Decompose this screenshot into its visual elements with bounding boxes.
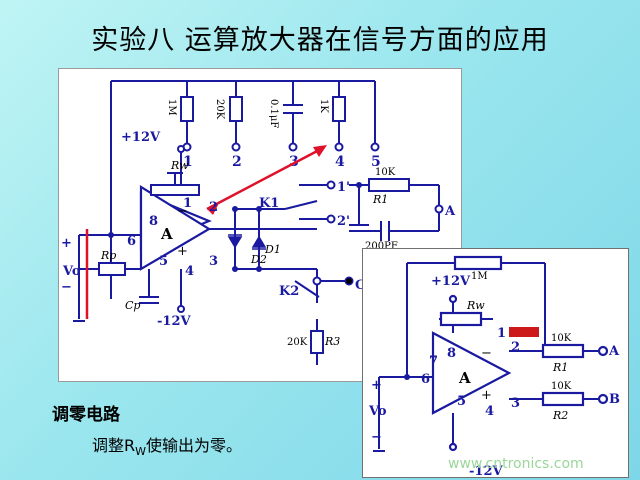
caption-body: 调整RW使输出为零。: [92, 432, 242, 458]
page-title: 实验八 运算放大器在信号方面的应用: [91, 25, 549, 56]
node-a-label: A: [444, 204, 456, 219]
inset-supply-neg-label: -12V: [469, 464, 503, 479]
terminal-2-prime: 2': [337, 214, 350, 229]
inset-vo-label: Vo: [368, 404, 387, 419]
pin-2: 2: [209, 200, 218, 215]
inset-r2-value: 10K: [551, 381, 572, 392]
svg-text:−: −: [61, 280, 72, 295]
rp-label: Rp: [100, 249, 116, 262]
opamp-label: A: [160, 225, 173, 243]
caption-body-sub: W: [135, 445, 147, 459]
inset-pin-5: 5: [457, 394, 466, 409]
inset-pin-4: 4: [485, 404, 494, 419]
d2-label: D2: [250, 253, 267, 266]
svg-text:−: −: [177, 204, 188, 219]
inset-node-b-label: B: [609, 392, 620, 407]
r3-label: R3: [324, 335, 340, 348]
pin-4: 4: [185, 264, 194, 279]
inset-pin-2: 2: [511, 340, 520, 355]
svg-text:−: −: [371, 430, 382, 445]
inset-pin-3: 3: [511, 396, 520, 411]
pin-6: 6: [127, 234, 136, 249]
inset-pin-7: 7: [429, 354, 438, 369]
r3-value: 20K: [287, 337, 308, 348]
inset-supply-pos-label: +12V: [431, 274, 471, 289]
cap-200pf-label: 200PF: [365, 241, 398, 252]
zero-adjust-circuit-panel: A − + +12V -12V 1 2 8 7 6 5 3 4 A B 1M 1…: [362, 248, 629, 479]
pin-1: 1: [183, 196, 192, 211]
caption-body-suffix: 使输出为零。: [146, 436, 243, 455]
d1-label: D1: [264, 243, 281, 256]
vo-label: Vo: [62, 264, 81, 279]
inset-res-1m-label: 1M: [471, 271, 488, 282]
caption-heading: 调零电路: [52, 405, 120, 425]
r1-value: 10K: [375, 167, 396, 178]
svg-text:+: +: [371, 378, 382, 393]
inset-node-a-label: A: [608, 344, 620, 359]
supply-neg-label: -12V: [157, 314, 191, 329]
inset-pin-1: 1: [497, 326, 506, 341]
pin-8: 8: [149, 214, 158, 229]
pin-3: 3: [209, 254, 218, 269]
terminal-num-1: 1: [183, 154, 193, 170]
main-circuit-diagram: 1M 20K 0.1μF 1K 1 2 3 4 5 A − +: [61, 80, 456, 365]
inset-r1-value: 10K: [551, 333, 572, 344]
rw-label: Rw: [170, 159, 189, 172]
label-20k: 20K: [214, 99, 225, 120]
label-1k: 1K: [318, 99, 329, 113]
supply-pos-label: +12V: [121, 130, 161, 145]
inset-r1-label: R1: [552, 361, 568, 374]
switch-k2-label: K2: [279, 284, 299, 299]
svg-text:+: +: [61, 236, 72, 251]
inset-r2-label: R2: [552, 409, 568, 422]
watermark: www.cntronics.com: [448, 456, 584, 472]
pin-5: 5: [159, 254, 168, 269]
main-circuit-panel: 1M 20K 0.1μF 1K 1 2 3 4 5 A − +: [58, 68, 462, 382]
label-1m: 1M: [166, 99, 177, 116]
terminal-num-4: 4: [335, 154, 345, 170]
terminal-num-5: 5: [371, 154, 381, 170]
zero-adjust-circuit-diagram: A − + +12V -12V 1 2 8 7 6 5 3 4 A B 1M 1…: [368, 255, 620, 479]
inset-opamp-label: A: [458, 369, 471, 387]
inset-pin-8: 8: [447, 346, 456, 361]
switch-k1-label: K1: [259, 196, 279, 211]
terminal-num-2: 2: [232, 154, 242, 170]
svg-text:+: +: [177, 244, 188, 259]
terminal-1-prime: 1': [337, 180, 350, 195]
svg-text:−: −: [481, 346, 492, 361]
node-c-label: C: [355, 278, 365, 293]
label-0-1uf: 0.1μF: [268, 99, 279, 128]
inset-pin-6: 6: [421, 372, 430, 387]
svg-text:+: +: [481, 388, 492, 403]
caption-body-prefix: 调整R: [92, 436, 136, 455]
r1-label: R1: [372, 193, 388, 206]
inset-rw-label: Rw: [466, 299, 485, 312]
cp-label: Cp: [125, 299, 140, 312]
